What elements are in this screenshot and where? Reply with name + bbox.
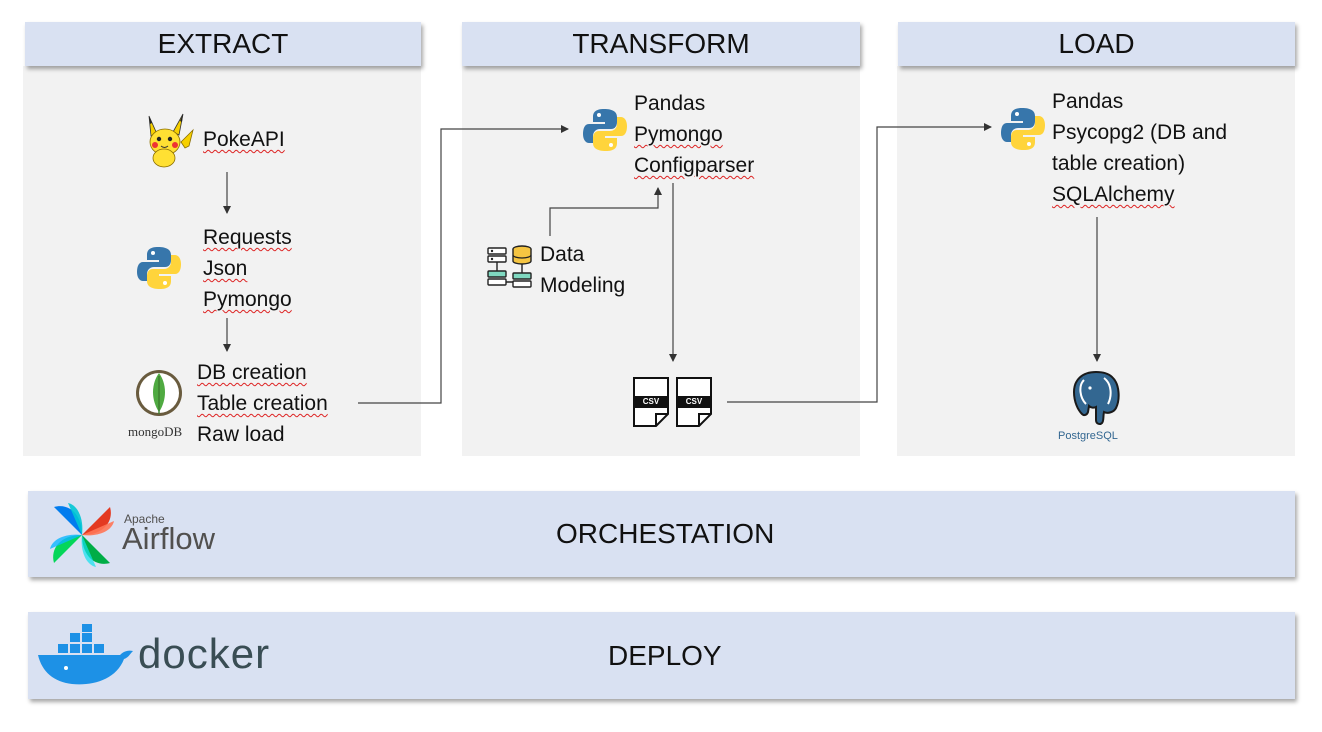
data-modeling-label: Data Modeling [540,243,626,297]
load-header: LOAD [898,22,1295,66]
extract-libraries: Requests Json Pymongo [203,222,292,315]
csv-label-1: CSV [642,397,660,406]
docker-whale-icon [38,624,133,685]
library-configparser: Configparser [634,154,755,177]
csv-file-icon [633,377,669,427]
python-icon [137,247,181,289]
library-requests: Requests [203,226,292,249]
pikachu-icon [148,113,194,168]
docker-logo-text: docker [138,630,271,677]
postgresql-elephant-icon [1072,370,1120,425]
csv-file-icon [676,377,712,427]
load-title: LOAD [1058,28,1135,59]
data-modeling-icon [487,245,532,288]
postgresql-logo-text: PostgreSQL [1058,430,1118,442]
library-json: Json [203,257,248,280]
pokeapi-label: PokeAPI [203,128,285,151]
orchestration-label: ORCHESTATION [556,518,775,549]
library-psycopg2: Psycopg2 (DB and [1052,121,1228,144]
extract-header: EXTRACT [25,22,421,66]
load-libraries: Pandas Psycopg2 (DB and table creation) … [1052,86,1227,210]
deploy-label: DEPLOY [608,640,722,671]
mongodb-leaf-icon [136,370,182,416]
transform-libraries: Pandas Pymongo Configparser [634,88,754,181]
airflow-logo-text: Airflow [122,521,216,556]
deploy-band [28,612,1295,699]
airflow-pinwheel-icon [50,503,114,567]
step-db-creation: DB creation [197,361,307,384]
mongodb-logo-text: mongoDB [128,424,183,439]
extract-db-steps: DB creation Table creation Raw load [197,357,328,450]
library-pymongo: Pymongo [203,288,292,311]
python-icon [583,109,627,151]
extract-title: EXTRACT [157,28,289,59]
step-table-creation: Table creation [197,392,328,415]
airflow-apache-text: Apache [124,512,165,526]
csv-label-2: CSV [685,397,703,406]
extract-panel [23,66,421,456]
step-raw-load: Raw load [197,423,285,446]
library-psycopg2-note: table creation) [1052,152,1186,175]
library-pandas: Pandas [1052,90,1124,113]
library-pymongo: Pymongo [634,123,723,146]
library-pandas: Pandas [634,92,706,115]
transform-title: TRANSFORM [572,28,750,59]
library-sqlalchemy: SQLAlchemy [1052,183,1175,206]
transform-header: TRANSFORM [462,22,860,66]
orchestration-band [28,491,1295,577]
python-icon [1001,108,1045,150]
